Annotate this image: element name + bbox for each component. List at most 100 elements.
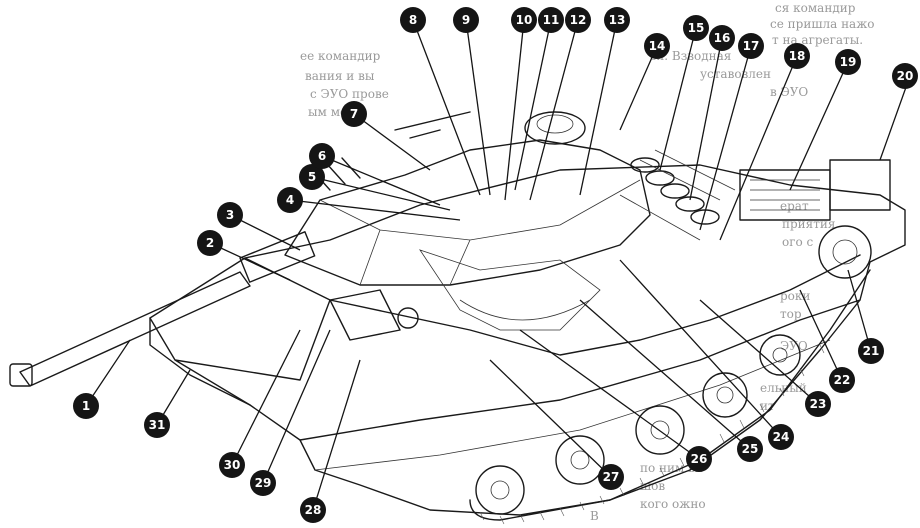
road-wheel-hub	[490, 480, 510, 500]
bg-text-line: В	[590, 509, 599, 523]
aa-machine-gun	[394, 111, 471, 139]
callout-number: 29	[255, 476, 272, 490]
glacis-plate	[149, 299, 331, 406]
callout-2: 2	[197, 230, 223, 256]
callout-16: 16	[709, 25, 735, 51]
interior-frame	[419, 249, 601, 331]
track-links	[479, 344, 825, 525]
drive-sprocket	[818, 225, 872, 279]
bg-text-line: т на агрегаты.	[772, 33, 863, 47]
callout-28: 28	[300, 497, 326, 523]
callout-number: 17	[743, 39, 760, 53]
bg-text-line: ЭУО	[780, 339, 808, 353]
callout-30: 30	[219, 452, 245, 478]
callout-18: 18	[784, 43, 810, 69]
callout-number: 14	[649, 39, 666, 53]
callout-number: 10	[516, 13, 533, 27]
callout-22: 22	[829, 367, 855, 393]
callout-number: 25	[742, 442, 759, 456]
leader-lines	[85, 19, 911, 511]
commander-cupola	[524, 111, 586, 145]
callout-26: 26	[686, 446, 712, 472]
callout-number: 2	[206, 236, 214, 250]
callout-number: 19	[840, 55, 857, 69]
callout-17: 17	[738, 33, 764, 59]
bg-text-line: уставовлен	[700, 67, 771, 81]
callout-4: 4	[277, 187, 303, 213]
callout-number: 21	[863, 344, 880, 358]
callout-13: 13	[604, 7, 630, 33]
hull-deck-edge	[244, 254, 861, 356]
callout-15: 15	[683, 15, 709, 41]
callout-number: 5	[308, 170, 316, 184]
bg-text-line: роки	[780, 289, 810, 303]
exhaust-box	[829, 159, 891, 211]
callout-8: 8	[400, 7, 426, 33]
ammo-rack	[619, 149, 736, 241]
road-wheel-hub	[650, 420, 670, 440]
tank-illustration	[9, 111, 906, 525]
callout-number: 8	[409, 13, 417, 27]
background-page-text: ся командир се пришла нажо т на агрегаты…	[300, 1, 874, 523]
callout-number: 28	[305, 503, 322, 517]
callout-number: 12	[570, 13, 587, 27]
road-wheel	[635, 405, 685, 455]
road-wheel	[759, 334, 801, 376]
callout-5: 5	[299, 164, 325, 190]
callout-number: 30	[224, 458, 241, 472]
bg-text-line: кого ожно	[640, 497, 706, 511]
callout-31: 31	[144, 412, 170, 438]
callout-3: 3	[217, 202, 243, 228]
callout-number: 4	[286, 193, 294, 207]
turret-roof-lines	[319, 179, 641, 286]
callout-27: 27	[598, 464, 624, 490]
callout-7: 7	[341, 101, 367, 127]
callout-21: 21	[858, 338, 884, 364]
engine-grille	[750, 179, 820, 211]
callout-number: 20	[897, 69, 914, 83]
callout-number: 7	[350, 107, 358, 121]
callout-number: 15	[688, 21, 705, 35]
road-wheel	[555, 435, 605, 485]
bg-text-line: ся. Взводная	[650, 49, 731, 63]
road-wheels	[475, 225, 872, 515]
callout-number: 27	[603, 470, 620, 484]
callout-number: 3	[226, 208, 234, 222]
callout-19: 19	[835, 49, 861, 75]
callout-number: 1	[82, 399, 90, 413]
callout-number: 13	[609, 13, 626, 27]
callout-29: 29	[250, 470, 276, 496]
drive-sprocket-hub	[832, 239, 858, 265]
callout-12: 12	[565, 7, 591, 33]
callout-1: 1	[73, 393, 99, 419]
callout-23: 23	[805, 391, 831, 417]
side-skirt-lower	[314, 339, 831, 471]
bg-text-line: се пришла нажо	[770, 17, 874, 31]
callout-number: 18	[789, 49, 806, 63]
road-wheel	[475, 465, 525, 515]
callout-10: 10	[511, 7, 537, 33]
road-wheel-hub	[716, 386, 734, 404]
autoloader-carousel	[459, 299, 591, 321]
callout-number: 9	[462, 13, 470, 27]
callout-number: 31	[149, 418, 166, 432]
callout-number: 11	[543, 13, 560, 27]
callout-number: 16	[714, 31, 731, 45]
bg-text-line: ся командир	[775, 1, 856, 15]
bg-text-line: с ЭУО прове	[310, 87, 389, 101]
callout-9: 9	[453, 7, 479, 33]
road-wheel	[702, 372, 748, 418]
callout-25: 25	[737, 436, 763, 462]
callout-6: 6	[309, 143, 335, 169]
callout-number: 24	[773, 430, 790, 444]
bg-text-line: в ЭУО	[770, 85, 808, 99]
crew-figure-head	[397, 307, 419, 329]
callout-number: 22	[834, 373, 851, 387]
bg-text-line: вания и вы	[305, 69, 375, 83]
bg-text-line: тор	[780, 307, 802, 321]
callout-24: 24	[768, 424, 794, 450]
side-skirt	[299, 299, 861, 441]
bg-text-line: ее командир	[300, 49, 381, 63]
callout-number: 6	[318, 149, 326, 163]
main-gun-barrel	[19, 271, 251, 387]
